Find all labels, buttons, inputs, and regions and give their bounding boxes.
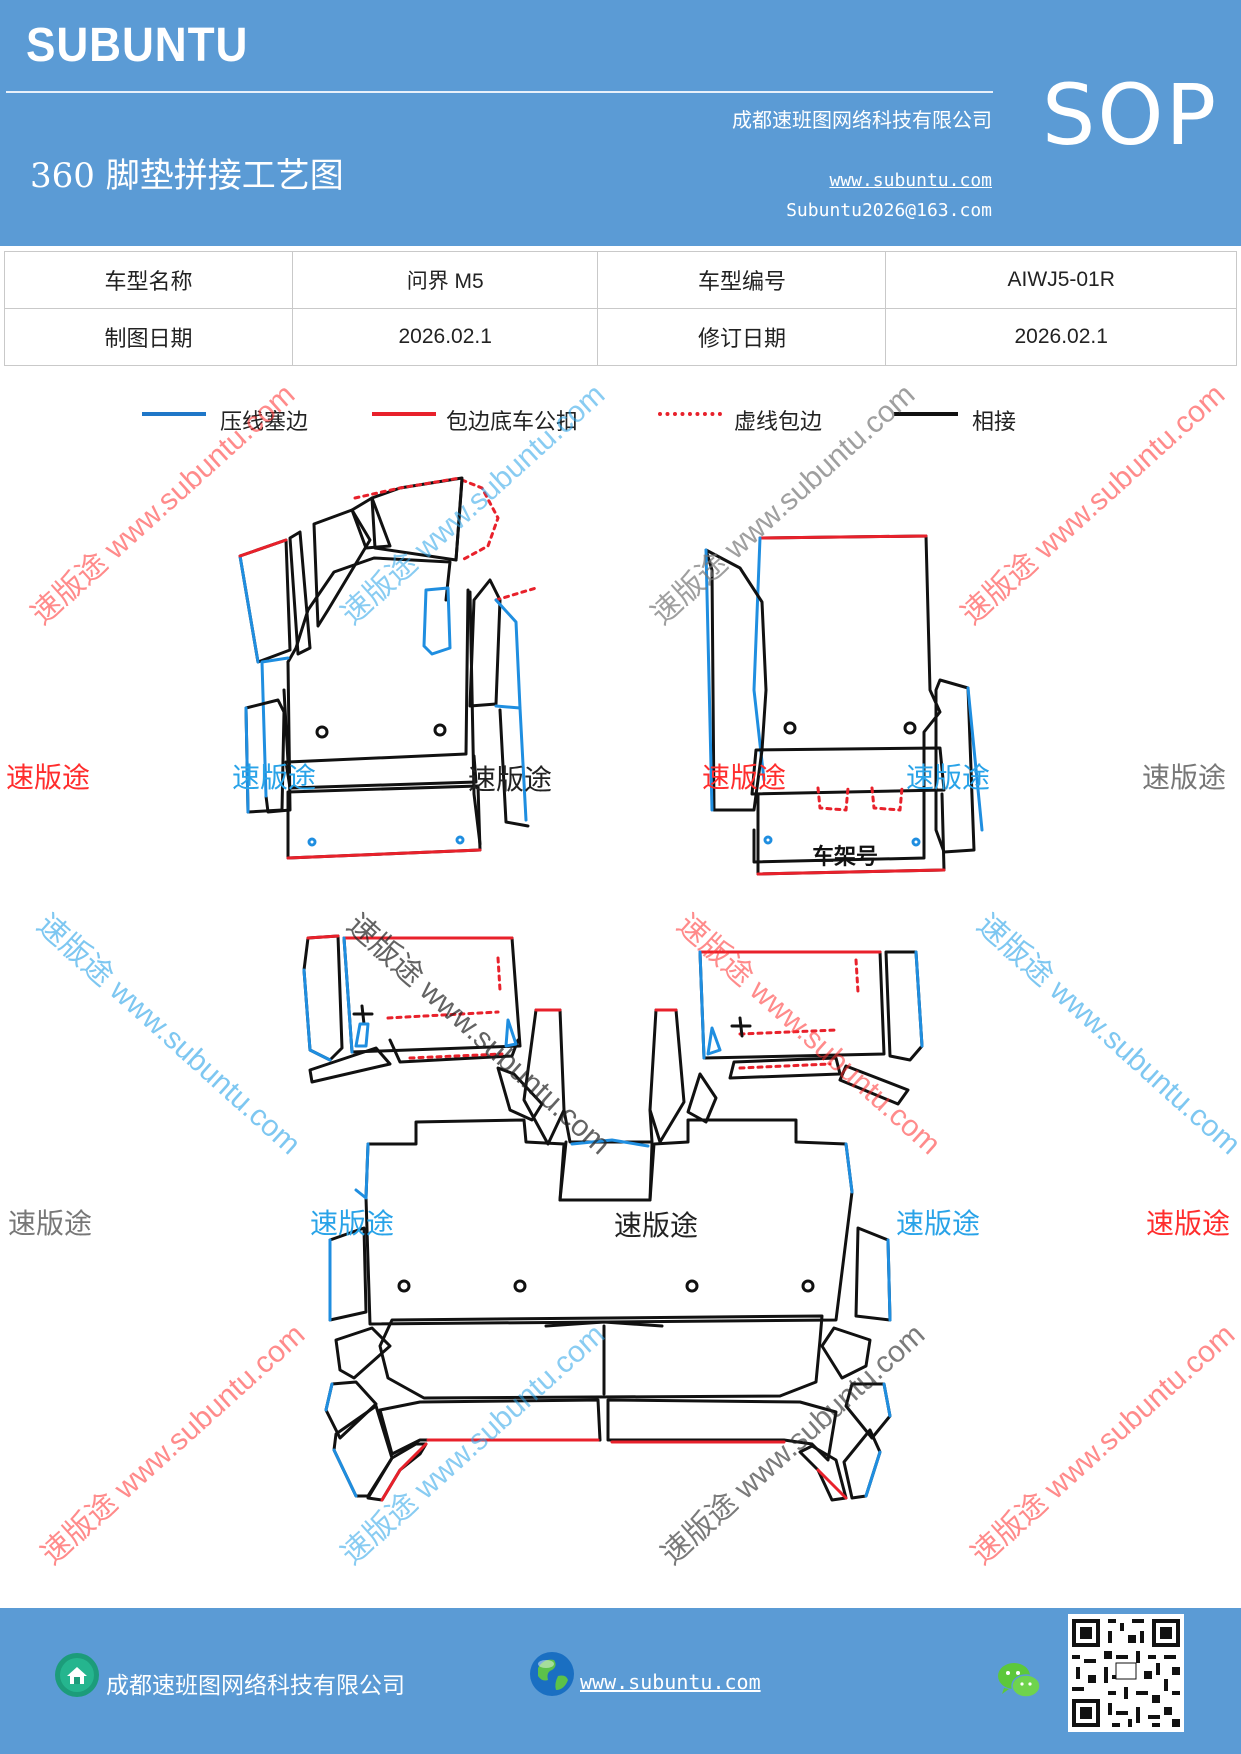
legend-label: 虚线包边 bbox=[734, 410, 823, 435]
legend-swatch-black bbox=[894, 412, 958, 416]
header-banner: SUBUNTU 成都速班图网络科技有限公司 360 脚垫拼接工艺图 www.su… bbox=[0, 0, 1241, 246]
table-row: 车型名称 问界 M5 车型编号 AIWJ5-01R bbox=[4, 251, 1237, 309]
header-company: 成都速班图网络科技有限公司 bbox=[732, 108, 992, 132]
model-code-value: AIWJ5-01R bbox=[885, 251, 1237, 309]
globe-icon bbox=[530, 1652, 574, 1696]
legend-label: 压线塞边 bbox=[220, 410, 309, 435]
footer-banner: 成都速班图网络科技有限公司 www.subuntu.com bbox=[0, 1608, 1241, 1754]
page-title: 360 脚垫拼接工艺图 bbox=[30, 156, 344, 196]
header-email[interactable]: Subuntu2026@163.com bbox=[786, 200, 992, 221]
line-legend: 压线塞边 包边底车公扣 虚线包边 相接 bbox=[0, 400, 1241, 440]
legend-swatch-red bbox=[372, 412, 436, 416]
model-code-label: 车型编号 bbox=[597, 251, 887, 309]
vin-label: 车架号 bbox=[812, 844, 878, 870]
legend-swatch-red-dotted bbox=[658, 412, 722, 416]
center-tunnel-mat bbox=[522, 1008, 686, 1202]
legend-swatch-blue bbox=[142, 412, 206, 416]
qr-code bbox=[1068, 1614, 1184, 1732]
draw-date-value: 2026.02.1 bbox=[291, 308, 599, 366]
sop-badge: SOP bbox=[1042, 66, 1219, 164]
header-divider bbox=[6, 91, 993, 93]
model-name-label: 车型名称 bbox=[4, 251, 293, 309]
revision-date-value: 2026.02.1 bbox=[885, 308, 1237, 366]
footer-company: 成都速班图网络科技有限公司 bbox=[106, 1673, 405, 1699]
rear-bench-mat bbox=[324, 1118, 892, 1502]
left-rear-mat bbox=[302, 934, 544, 1122]
model-name-value: 问界 M5 bbox=[291, 251, 599, 309]
driver-front-mat bbox=[238, 476, 538, 860]
legend-label: 相接 bbox=[972, 410, 1017, 435]
vehicle-info-table: 车型名称 问界 M5 车型编号 AIWJ5-01R 制图日期 2026.02.1… bbox=[4, 251, 1237, 366]
home-badge-icon bbox=[55, 1653, 99, 1697]
footer-website-link[interactable]: www.subuntu.com bbox=[580, 1670, 761, 1694]
floor-mat-diagram: 车架号 bbox=[238, 476, 984, 1502]
right-rear-mat bbox=[686, 950, 924, 1124]
revision-date-label: 修订日期 bbox=[597, 308, 887, 366]
header-website-link[interactable]: www.subuntu.com bbox=[829, 170, 992, 191]
brand-logo: SUBUNTU bbox=[26, 19, 249, 72]
table-row: 制图日期 2026.02.1 修订日期 2026.02.1 bbox=[4, 308, 1237, 366]
passenger-front-mat bbox=[704, 534, 984, 876]
wechat-icon[interactable] bbox=[996, 1660, 1042, 1702]
draw-date-label: 制图日期 bbox=[4, 308, 293, 366]
legend-label: 包边底车公扣 bbox=[446, 410, 579, 435]
